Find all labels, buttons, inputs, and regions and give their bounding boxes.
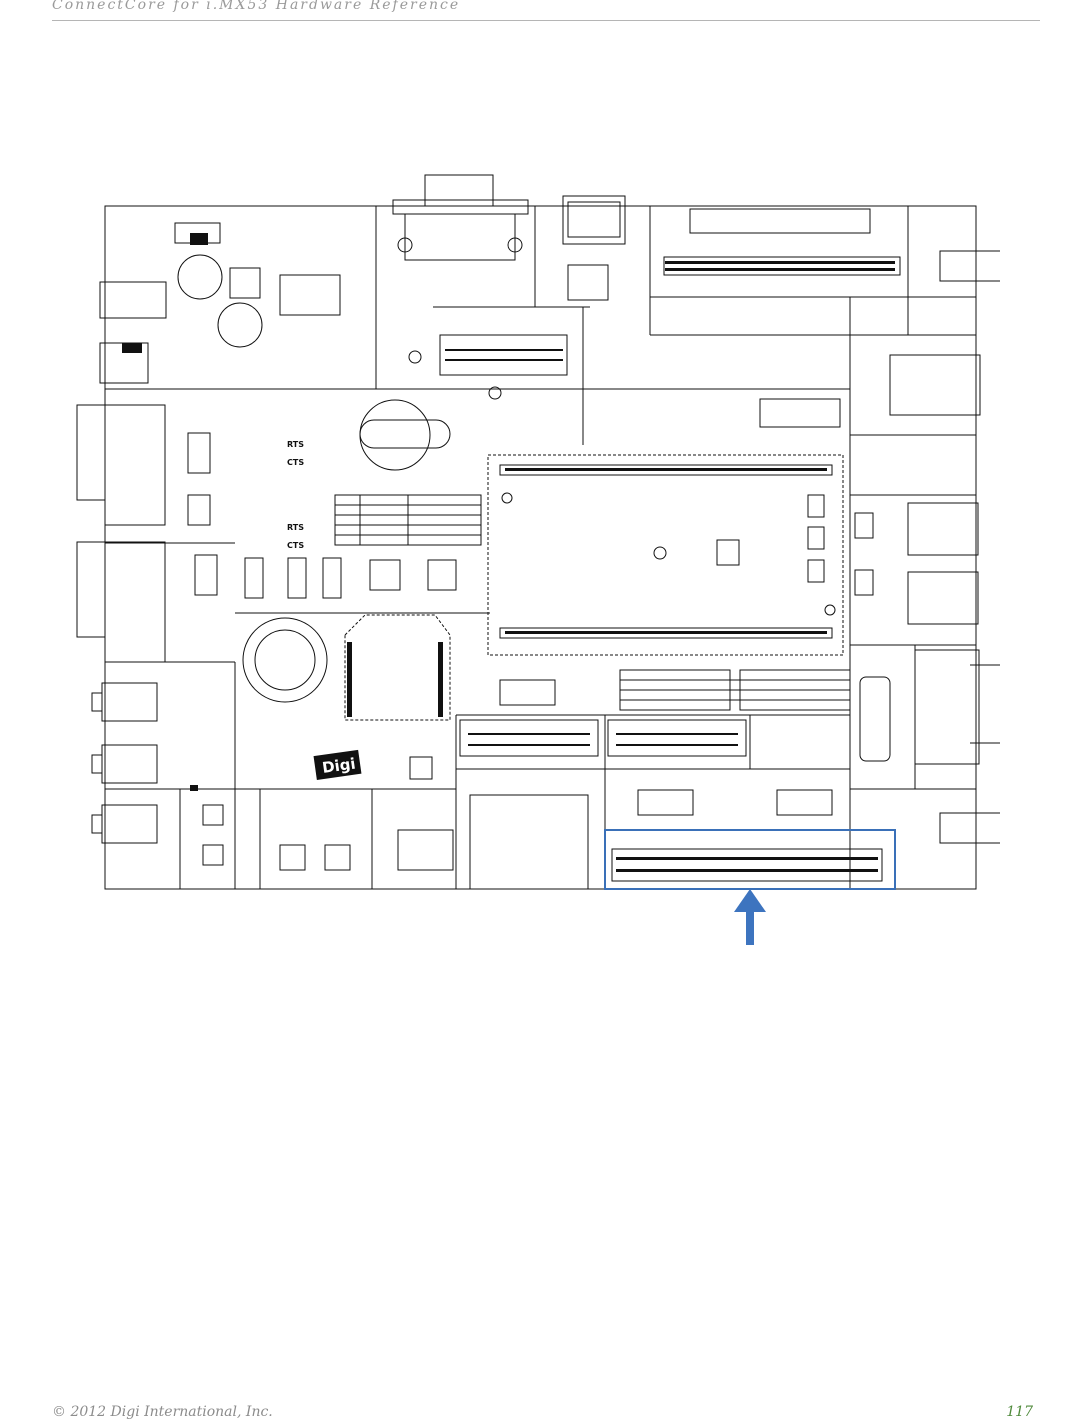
cts-label-2: CTS [287,541,304,550]
expansion-header-pins [612,849,882,881]
digi-logo: Digi [314,750,362,780]
rts-label-2: RTS [287,523,304,532]
footer-copyright: © 2012 Digi International, Inc. [52,1404,273,1420]
page-header: ConnectCore for i.MX53 Hardware Referenc… [52,0,1040,21]
cts-label: CTS [287,458,304,467]
circuit-board-diagram: RTS CTS RTS CTS Digi [60,165,1000,955]
page-number: 117 [1006,1404,1033,1420]
board-figure: RTS CTS RTS CTS Digi [60,165,1000,955]
header-title: ConnectCore for i.MX53 Hardware Referenc… [52,0,460,13]
up-arrow-icon [734,889,766,945]
rts-label: RTS [287,440,304,449]
